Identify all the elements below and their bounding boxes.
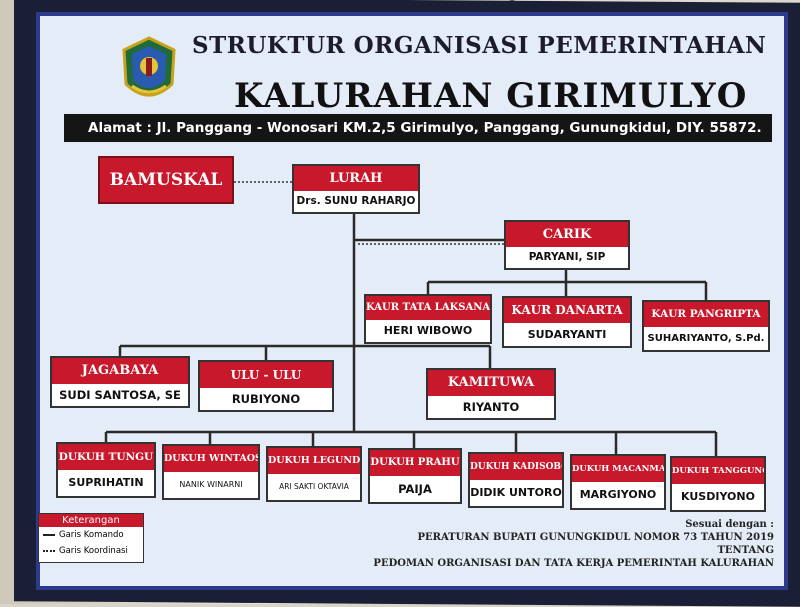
note-line: TENTANG [717,545,774,556]
kaur-tata-laksana-box: KAUR TATA LAKSANA HERI WIBOWO [364,294,492,344]
dukuh-box: DUKUH KADISOBO DIDIK UNTORO [468,452,564,508]
position-holder: SUHARIYANTO, S.Pd. [647,333,765,344]
kaur-danarta-box: KAUR DANARTA SUDARYANTI [502,296,632,348]
position-title: DUKUH KADISOBO [470,454,562,480]
position-title: LURAH [294,166,418,191]
legend-item-command: Garis Komando [39,527,143,543]
position-title: ULU - ULU [200,362,332,388]
position-holder: MARGIYONO [579,488,657,501]
position-title: DUKUH TANGGUNG [672,458,764,484]
position-title: KAUR TATA LAKSANA [366,296,490,320]
position-title: KAUR PANGRIPTA [644,302,768,327]
gunungkidul-emblem-icon [122,36,176,97]
address-bar: Alamat : Jl. Panggang - Wonosari KM.2,5 … [64,114,772,142]
legend: Keterangan Garis Komando Garis Koordinas… [38,513,144,563]
lurah-box: LURAH Drs. SUNU RAHARJO [292,164,420,214]
chart-title: STRUKTUR ORGANISASI PEMERINTAHAN [192,32,767,59]
kaur-pangripta-box: KAUR PANGRIPTA SUHARIYANTO, S.Pd. [642,300,770,352]
position-holder: KUSDIYONO [681,490,755,503]
position-holder: Drs. SUNU RAHARJO [296,195,416,207]
legend-label: Garis Koordinasi [59,546,128,556]
jagabaya-box: JAGABAYA SUDI SANTOSA, SE [50,356,190,408]
position-title: DUKUH TUNGU [58,444,154,470]
position-title: CARIK [506,222,628,247]
position-title: DUKUH PRAHU [370,450,460,476]
dukuh-box: DUKUH TANGGUNG KUSDIYONO [670,456,766,512]
legend-title: Keterangan [39,514,143,527]
position-holder: RIYANTO [462,400,520,414]
position-holder: DIDIK UNTORO [470,486,562,499]
note-line: PEDOMAN ORGANISASI DAN TATA KERJA PEMERI… [373,558,774,569]
position-title: DUKUH LEGUNDI [268,448,360,474]
solid-line-icon [43,534,55,536]
dukuh-box: DUKUH LEGUNDI ARI SAKTI OKTAVIA [266,446,362,502]
ulu-ulu-box: ULU - ULU RUBIYONO [198,360,334,412]
legend-label: Garis Komando [59,530,124,540]
position-holder: RUBIYONO [231,392,301,406]
position-holder: PAIJA [398,482,432,496]
position-holder: SUPRIHATIN [68,476,144,489]
dotted-line-icon [43,550,55,552]
position-title: DUKUH WINTAOS [164,446,258,472]
position-title: KAUR DANARTA [504,298,630,323]
dukuh-box: DUKUH WINTAOS NANIK WINARNI [162,444,260,500]
regulation-note: Sesuai dengan : PERATURAN BUPATI GUNUNGK… [373,518,774,570]
dukuh-box: DUKUH MACANMATI MARGIYONO [570,454,666,510]
position-holder: ARI SAKTI OKTAVIA [279,482,349,491]
position-holder: SUDI SANTOSA, SE [59,388,181,402]
carik-box: CARIK PARYANI, SIP [504,220,630,270]
bamuskal-box: BAMUSKAL [98,156,234,204]
position-holder: HERI WIBOWO [383,324,473,337]
position-holder: SUDARYANTI [527,328,607,341]
position-title: JAGABAYA [52,358,188,384]
note-line: PERATURAN BUPATI GUNUNGKIDUL NOMOR 73 TA… [417,532,774,543]
chart-subtitle: KALURAHAN GIRIMULYO [234,76,748,116]
dukuh-box: DUKUH PRAHU PAIJA [368,448,462,504]
position-holder: NANIK WINARNI [179,480,243,489]
legend-item-coordination: Garis Koordinasi [39,543,143,559]
position-holder: PARYANI, SIP [528,251,606,263]
position-title: KAMITUWA [428,370,554,396]
dukuh-box: DUKUH TUNGU SUPRIHATIN [56,442,156,498]
kamituwa-box: KAMITUWA RIYANTO [426,368,556,420]
position-title: DUKUH MACANMATI [572,456,664,482]
note-line: Sesuai dengan : [685,519,774,530]
